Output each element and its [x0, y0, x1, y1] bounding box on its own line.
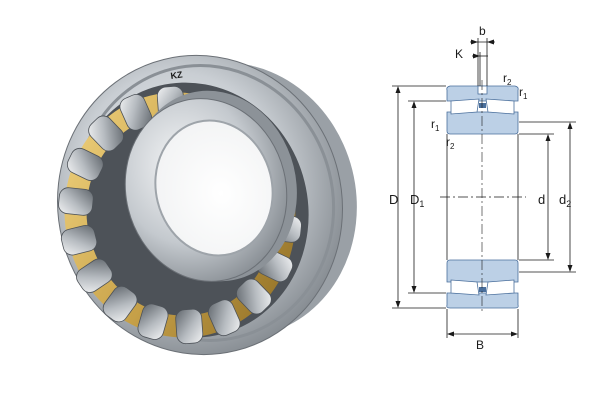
roller — [236, 278, 272, 315]
dimension-arrowheads — [395, 39, 573, 337]
lower-outer-ring-section — [446, 292, 519, 309]
bearing-photo: KZ — [57, 54, 357, 356]
dimension-labels: b K r2 r1 r1 r2 D D1 d d2 B — [389, 24, 571, 352]
label-D: D — [389, 192, 398, 207]
upper-roller-right — [485, 98, 515, 115]
label-r1-top: r1 — [519, 85, 528, 101]
roller — [76, 258, 113, 293]
bore — [154, 119, 274, 257]
label-b: b — [479, 24, 486, 38]
roller — [207, 299, 241, 337]
upper-section — [446, 85, 519, 135]
roller — [66, 147, 104, 181]
lower-section — [446, 259, 519, 309]
lower-roller-left — [450, 279, 480, 296]
upper-guide-ring — [479, 103, 486, 108]
upper-inner-ring-section — [446, 111, 519, 135]
roller — [88, 115, 124, 152]
label-r1-side: r1 — [431, 117, 440, 133]
technical-drawing — [392, 38, 576, 338]
label-B: B — [476, 338, 484, 352]
label-D1: D1 — [410, 192, 424, 209]
roller — [137, 303, 169, 340]
lower-roller-right — [485, 279, 515, 296]
upper-lube-hole — [477, 85, 488, 95]
label-r2-top: r2 — [503, 71, 512, 87]
label-d: d — [538, 192, 545, 207]
brand-mark: KZ — [170, 69, 184, 81]
roller — [102, 285, 138, 323]
lower-guide-ring — [479, 287, 486, 292]
label-d2: d2 — [559, 192, 571, 209]
roller — [175, 308, 204, 345]
roller — [60, 225, 98, 256]
roller — [58, 187, 94, 216]
label-K: K — [455, 47, 463, 61]
label-r2-side: r2 — [446, 135, 455, 151]
lower-inner-ring-section — [446, 259, 519, 283]
upper-roller-left — [450, 98, 480, 115]
